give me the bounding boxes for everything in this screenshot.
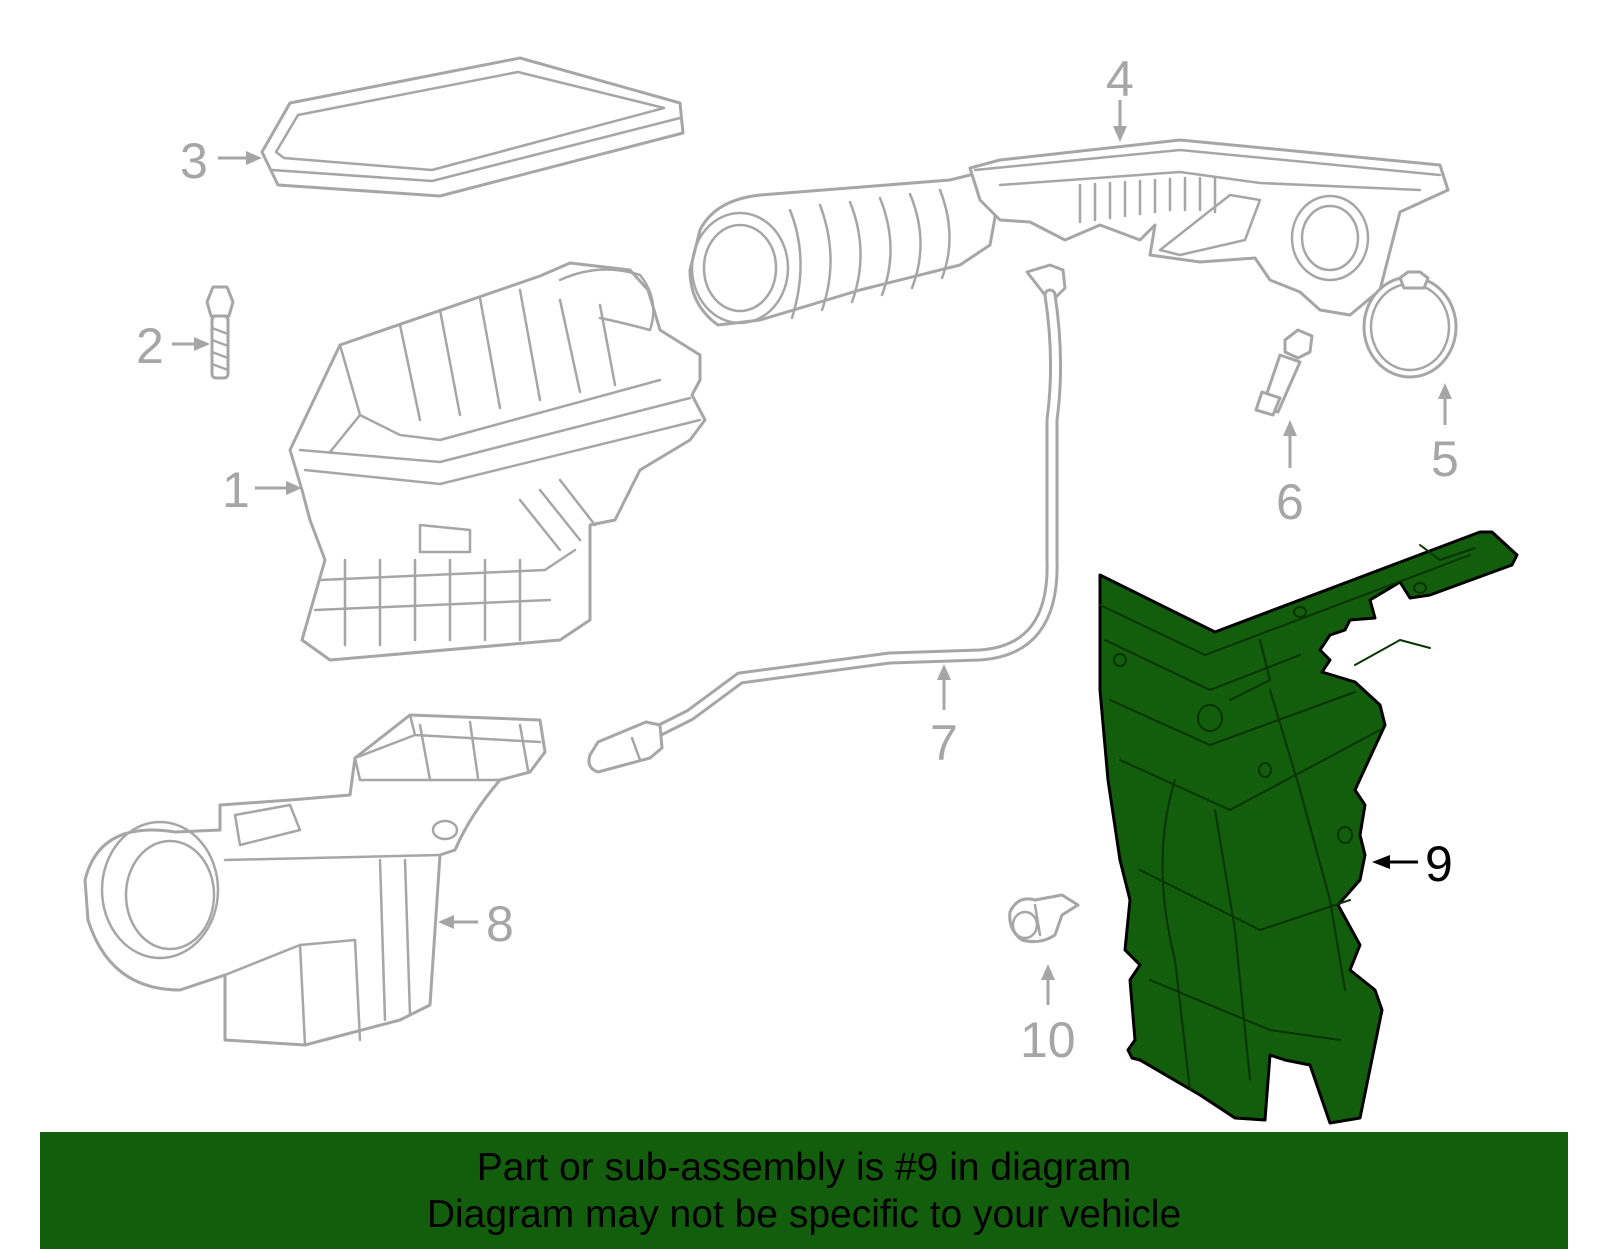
callout-7-arrow: [937, 664, 951, 710]
callout-4-arrow: [1113, 100, 1127, 142]
banner-line-part: Part or sub-assembly is #9 in diagram: [476, 1146, 1132, 1189]
info-banner: Part or sub-assembly is #9 in diagram Di…: [40, 1132, 1568, 1249]
callout-6-label: 6: [1276, 474, 1304, 530]
callout-9-arrow: [1372, 855, 1418, 869]
banner-line-disclaimer: Diagram may not be specific to your vehi…: [426, 1193, 1182, 1236]
callout-8-arrow: [438, 915, 478, 929]
callout-2-label: 2: [136, 318, 164, 374]
callout-5-label: 5: [1431, 431, 1459, 487]
callout-8-label: 8: [486, 896, 514, 952]
callout-6-arrow: [1283, 420, 1297, 468]
part-5-hose-clamp: [1362, 270, 1458, 379]
part-7-hose: [587, 263, 1067, 774]
callout-1-label: 1: [222, 462, 250, 518]
part-6-sensor: [1254, 328, 1314, 417]
callout-10-arrow: [1041, 964, 1055, 1005]
callout-4-label: 4: [1106, 51, 1134, 107]
callout-5-arrow: [1438, 383, 1452, 425]
callout-1-arrow: [255, 481, 302, 495]
part-2-bolt: [205, 285, 235, 380]
part-1-air-cleaner-housing: [288, 261, 707, 662]
callout-7-label: 7: [930, 715, 958, 771]
part-4-intake-hose: [688, 138, 1450, 327]
part-10-push-pin: [1008, 893, 1080, 944]
part-9-shield-highlighted: [1098, 530, 1519, 1125]
part-3-air-filter: [260, 56, 685, 198]
callout-9-label: 9: [1425, 836, 1453, 892]
part-8-air-inlet-duct: [83, 713, 547, 1047]
callout-3-arrow: [218, 151, 262, 165]
callout-10-label: 10: [1020, 1012, 1076, 1068]
callout-3-label: 3: [180, 133, 208, 189]
callout-2-arrow: [172, 337, 210, 351]
